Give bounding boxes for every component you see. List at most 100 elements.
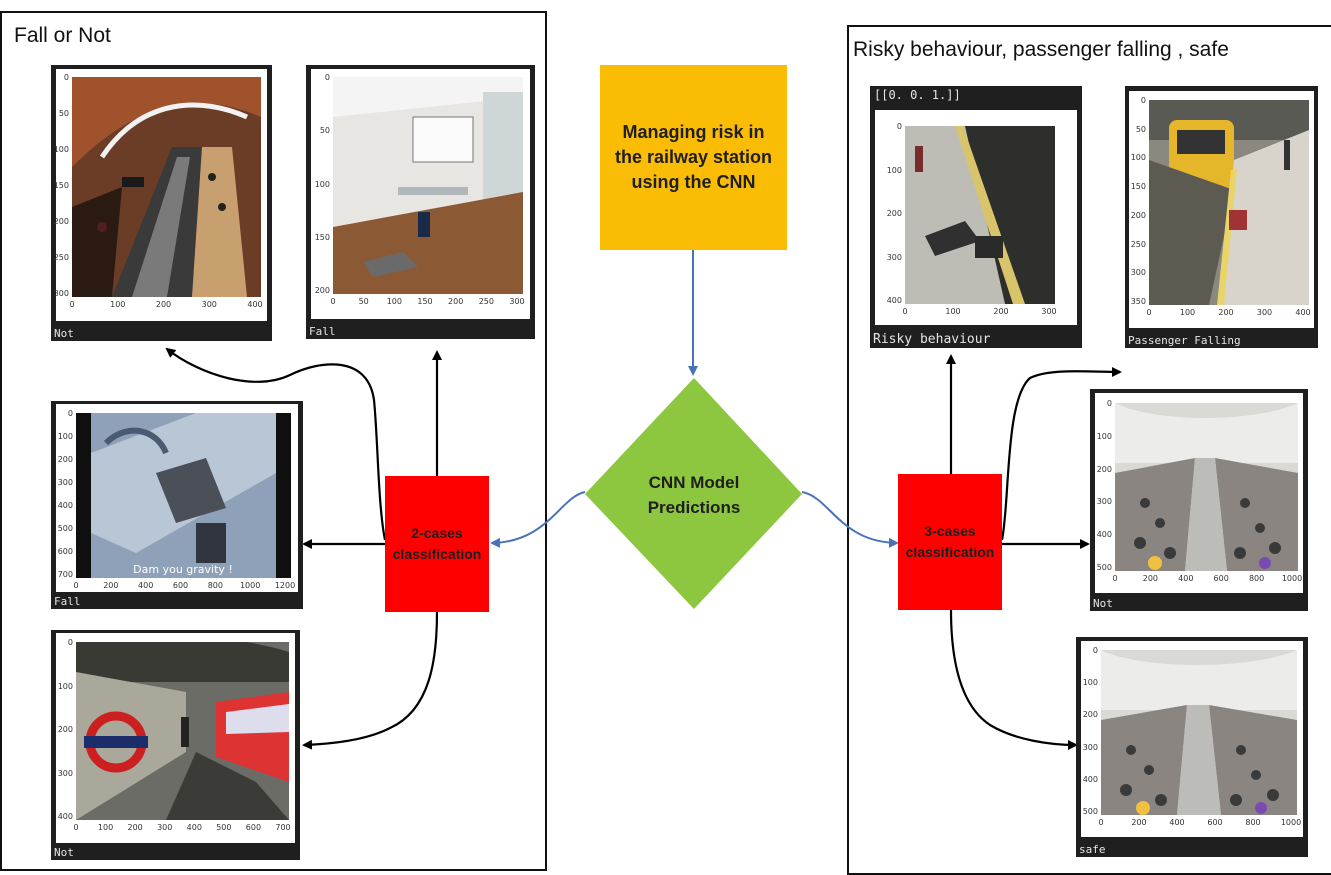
y-tick-label: 200	[886, 209, 902, 218]
y-tick-label: 400	[57, 812, 73, 821]
x-tick-label: 200	[155, 300, 172, 309]
y-tick-label: 400	[1096, 530, 1112, 540]
arrow-3cases-to-passenger-falling	[1000, 366, 1122, 541]
x-tick-label: 200	[1142, 574, 1159, 583]
arrow-diamond-to-3cases	[801, 491, 899, 548]
x-tick-label: 100	[97, 823, 114, 832]
x-tick-label: 200	[448, 297, 464, 306]
y-tick-label: 350	[1130, 297, 1146, 306]
y-tick-label: 100	[314, 179, 330, 189]
escalator-crowd-photo-icon	[1101, 650, 1297, 815]
left-panel-title: Fall or Not	[14, 24, 111, 47]
title-box: Managing risk in the railway station usi…	[600, 65, 787, 250]
y-tick-label: 500	[1082, 807, 1098, 816]
x-tick-label: 0	[73, 581, 79, 590]
y-tick-label: 100	[57, 681, 73, 691]
plot-top-caption: [[0. 0. 1.]]	[874, 88, 961, 102]
three-cases-box: 3-cases classification	[898, 474, 1002, 610]
x-tick-label: 100	[1179, 308, 1196, 317]
x-tick-label: 800	[207, 581, 223, 590]
x-tick-label: 400	[1295, 308, 1311, 317]
escalator-gravity-photo-icon: Dam you gravity !	[76, 413, 291, 578]
y-tick-label: 0	[1106, 399, 1112, 408]
y-tick-label: 0	[896, 122, 902, 131]
y-tick-label: 200	[53, 217, 69, 226]
y-tick-label: 0	[1140, 96, 1146, 105]
plot-caption: Not	[54, 327, 74, 340]
y-tick-label: 100	[57, 432, 73, 441]
y-tick-label: 100	[1082, 678, 1098, 688]
x-tick-label: 500	[216, 823, 232, 832]
x-tick-label: 300	[1256, 308, 1273, 317]
y-tick-label: 400	[886, 296, 902, 305]
plot-caption: Risky behaviour	[873, 332, 991, 347]
right-panel-title: Risky behaviour, passenger falling , saf…	[853, 38, 1229, 61]
y-tick-label: 100	[886, 165, 902, 175]
y-tick-label: 300	[886, 252, 902, 262]
x-tick-label: 1000	[1281, 574, 1303, 583]
plot-caption: Not	[1093, 597, 1113, 610]
x-tick-label: 250	[478, 297, 494, 306]
plot-caption: Passenger Falling	[1128, 334, 1241, 347]
x-tick-label: 400	[138, 581, 154, 590]
plot-platform-risky: [[0. 0. 1.]] Risky behaviour 0 100 200 300 4…	[870, 86, 1082, 348]
x-tick-label: 400	[1169, 818, 1185, 827]
x-tick-label: 0	[1112, 574, 1118, 583]
y-tick-label: 200	[57, 725, 73, 734]
x-tick-label: 0	[69, 300, 75, 309]
x-tick-label: 1000	[239, 581, 261, 590]
x-tick-label: 100	[386, 297, 402, 306]
train-platform-photo-icon	[1149, 100, 1309, 305]
arrow-2cases-to-escalator-not	[165, 347, 387, 541]
x-tick-label: 1000	[1280, 818, 1302, 827]
y-tick-label: 300	[57, 478, 73, 487]
y-tick-label: 250	[1130, 239, 1146, 249]
y-tick-label: 200	[1096, 464, 1112, 474]
x-tick-label: 200	[103, 581, 119, 590]
x-tick-label: 0	[902, 307, 908, 316]
x-tick-label: 600	[245, 823, 262, 832]
x-tick-label: 600	[172, 581, 189, 590]
y-tick-label: 150	[53, 181, 69, 190]
y-tick-label: 600	[57, 547, 73, 556]
platform-risky-photo-icon	[905, 126, 1055, 304]
plot-escalator-gravity-fall: Dam you gravity ! Fall 0 100 200 300 400 500 6…	[51, 401, 303, 609]
x-tick-label: 400	[186, 823, 202, 832]
gravity-overlay-text: Dam you gravity !	[133, 563, 233, 576]
x-tick-label: 300	[509, 297, 525, 306]
plot-caption: Fall	[54, 595, 81, 608]
y-tick-label: 200	[1130, 210, 1146, 220]
escalator-photo-icon	[72, 77, 261, 297]
x-tick-label: 400	[1178, 574, 1194, 583]
x-tick-label: 600	[1213, 574, 1229, 583]
y-tick-label: 300	[1096, 497, 1112, 507]
y-tick-label: 300	[57, 768, 73, 778]
x-tick-label: 200	[993, 307, 1009, 316]
x-tick-label: 0	[1098, 818, 1104, 827]
prediction-diamond-shape	[585, 378, 802, 609]
x-tick-label: 600	[1207, 818, 1223, 827]
tube-platform-photo-icon	[76, 642, 289, 820]
plot-caption: Fall	[309, 325, 336, 338]
plot-caption: Not	[54, 846, 74, 859]
x-tick-label: 300	[1041, 307, 1057, 316]
escalator-crowd-photo-icon	[1115, 403, 1298, 571]
y-tick-label: 200	[57, 455, 73, 464]
y-tick-label: 400	[1082, 774, 1098, 784]
x-tick-label: 0	[73, 823, 79, 832]
x-tick-label: 0	[330, 297, 336, 306]
two-cases-box: 2-cases classification	[385, 476, 489, 612]
y-tick-label: 0	[324, 73, 330, 82]
prediction-diamond-label: CNN Model Predictions	[647, 473, 741, 517]
y-tick-label: 200	[1082, 710, 1098, 720]
x-tick-label: 150	[417, 297, 433, 306]
x-tick-label: 0	[1146, 308, 1152, 317]
x-tick-label: 800	[1248, 574, 1265, 583]
y-tick-label: 500	[57, 524, 73, 533]
arrow-2cases-to-tube-not	[302, 611, 439, 750]
